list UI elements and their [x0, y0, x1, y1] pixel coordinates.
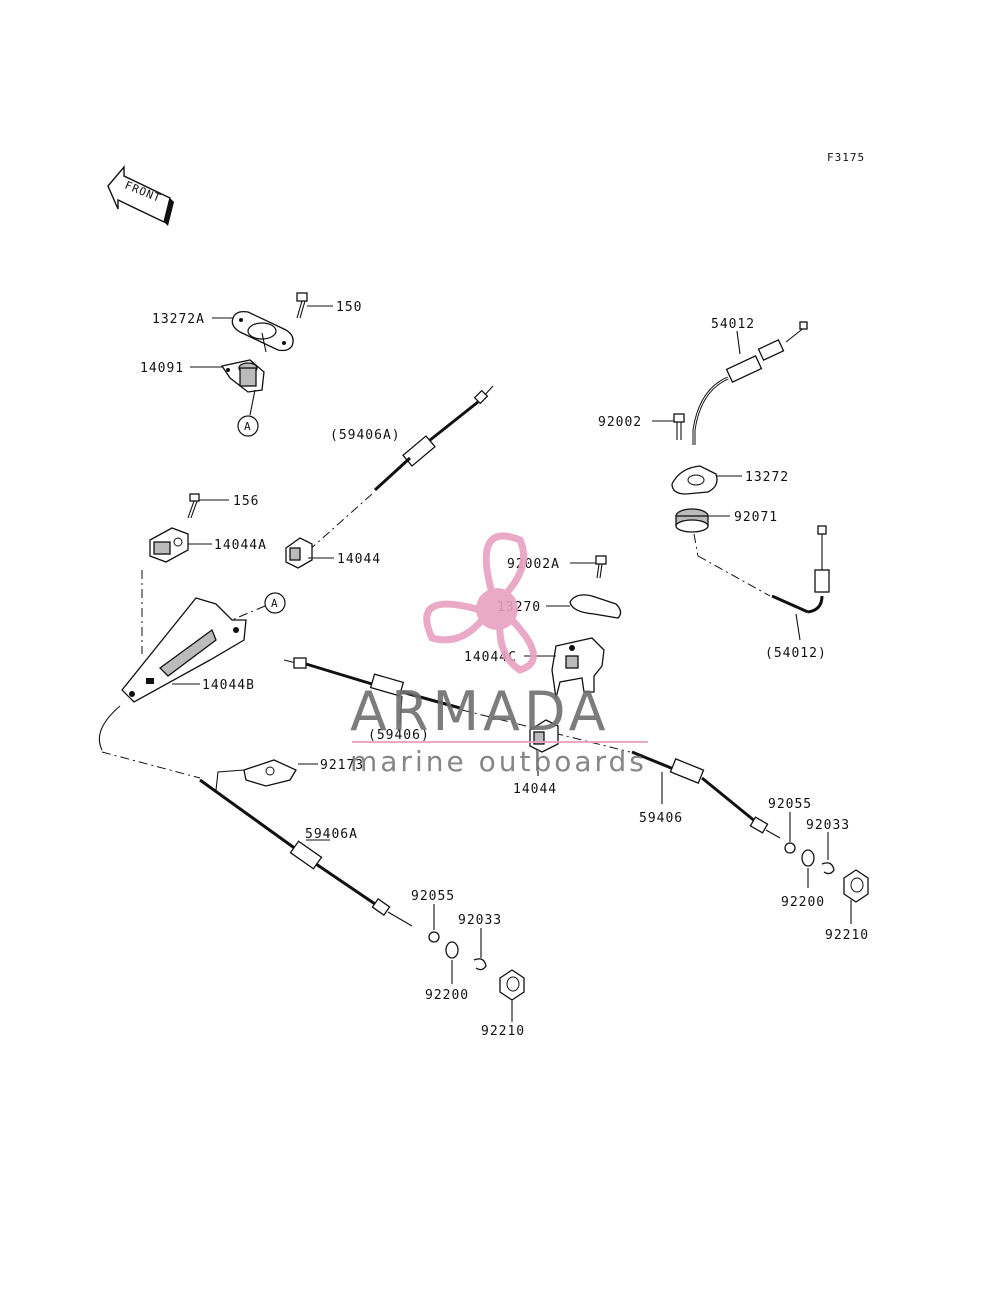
label-14091: 14091 — [140, 361, 184, 376]
label-156: 156 — [233, 494, 259, 509]
label-92033-right: 92033 — [806, 818, 850, 833]
cable-54012-upper — [692, 321, 808, 445]
label-92071: 92071 — [734, 510, 778, 525]
grommet-92071 — [675, 508, 709, 533]
bolt-92002A — [595, 555, 607, 579]
bracket-14044C — [551, 637, 605, 699]
label-92200-left: 92200 — [425, 988, 469, 1003]
label-54012-paren: (54012) — [765, 646, 827, 661]
label-13272: 13272 — [745, 470, 789, 485]
cable-59406A-lower — [98, 705, 413, 927]
clamp-14044-upper — [285, 537, 313, 569]
cable-59406A-upper — [297, 385, 494, 561]
label-59406A: 59406A — [305, 827, 358, 842]
clip-92033-left — [473, 958, 487, 971]
oring-92055-right — [784, 842, 796, 854]
label-92002A: 92002A — [507, 557, 560, 572]
bolt-156 — [187, 493, 200, 519]
label-92210-left: 92210 — [481, 1024, 525, 1039]
front-arrow-icon: FRONT — [107, 165, 174, 226]
armada-logo: ARMADA marine outboards — [350, 532, 648, 778]
svg-text:A: A — [271, 597, 279, 610]
propeller-logo-icon — [423, 532, 537, 674]
ref-circle-a-lower: A — [264, 592, 286, 614]
label-14044B: 14044B — [202, 678, 255, 693]
label-54012: 54012 — [711, 317, 755, 332]
washer-92200-right — [801, 849, 815, 867]
label-59406A-paren: (59406A) — [330, 428, 401, 443]
nut-92210-right — [843, 869, 869, 903]
bolt-150 — [296, 292, 308, 319]
gasket-13272A — [231, 310, 294, 352]
cable-59406-middle — [283, 657, 781, 839]
label-92055-right: 92055 — [768, 797, 812, 812]
washer-92200-left — [445, 941, 459, 959]
bolt-92002 — [673, 413, 685, 440]
ref-circle-a-upper: A — [237, 415, 259, 437]
label-92210-right: 92210 — [825, 928, 869, 943]
label-150: 150 — [336, 300, 362, 315]
watermark-subtitle: marine outboards — [350, 745, 647, 778]
label-59406-paren: (59406) — [368, 728, 430, 743]
holder-14091 — [220, 359, 265, 393]
label-14044-upper: 14044 — [337, 552, 381, 567]
clip-92033-right — [821, 862, 835, 875]
label-92055-left: 92055 — [411, 889, 455, 904]
oring-92055-left — [428, 931, 440, 943]
nut-92210-left — [499, 969, 525, 1001]
cable-54012-lower — [693, 525, 830, 614]
gasket-13272 — [671, 465, 718, 495]
bracket-14044B — [121, 597, 247, 703]
label-92002: 92002 — [598, 415, 642, 430]
label-14044-lower: 14044 — [513, 782, 557, 797]
plate-13270 — [569, 594, 622, 619]
clamp-14044-lower — [529, 719, 559, 753]
watermark-title: ARMADA — [350, 680, 610, 743]
clamp-14044A — [149, 527, 189, 563]
svg-text:A: A — [244, 420, 252, 433]
label-13272A: 13272A — [152, 312, 205, 327]
label-59406: 59406 — [639, 811, 683, 826]
label-92200-right: 92200 — [781, 895, 825, 910]
label-92173: 92173 — [320, 758, 364, 773]
label-14044A: 14044A — [214, 538, 267, 553]
label-92033-left: 92033 — [458, 913, 502, 928]
bracket-92173 — [215, 759, 297, 791]
figure-code: F3175 — [827, 151, 865, 164]
